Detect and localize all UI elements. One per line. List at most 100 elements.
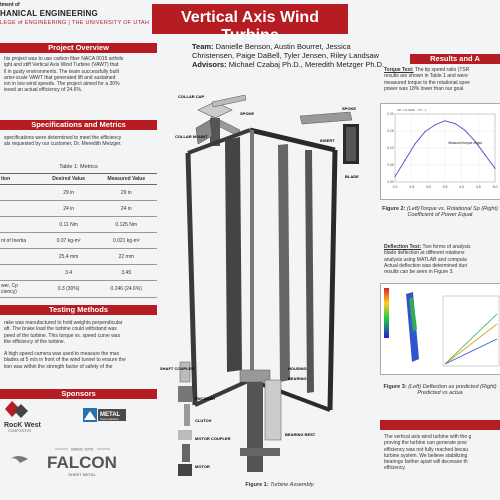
chart-x-tick-label: 3.0 (426, 185, 431, 189)
label-shaft-coupler: SHAFT COUPLER (160, 366, 194, 371)
metal-name: METAL (100, 412, 121, 418)
chart-point (484, 154, 486, 156)
chart-point (424, 131, 426, 133)
section-conclusion-heading (380, 420, 500, 430)
overview-line: ieved an actual efficiency of 24.6%. (4, 87, 83, 94)
conclusion-line: bearings farther apart will decrease th (384, 459, 468, 466)
chart-y-tick-label: 0.10 (387, 146, 393, 150)
insert-detail (299, 111, 359, 164)
deflection-figures (380, 283, 500, 375)
label-spoke-2: SPOKE (342, 106, 356, 111)
testing-line: blades at 5 m/s in front of the wind tun… (4, 357, 126, 364)
rockwest-logo: RocK West COMPOSITES (4, 401, 41, 433)
label-bearing: BEARING (288, 376, 306, 381)
table-header-cell: Measured Value (95, 173, 157, 185)
chart-x-tick-label: 5.0 (493, 185, 498, 189)
testing-paragraph: rake was manufactured to hold weights pe… (4, 320, 157, 370)
falcon-since: SINCE 1979 (71, 447, 94, 452)
label-motor-coupler: MOTOR COUPLER (195, 436, 231, 441)
turbine-assembly-figure: COLLAR CAP COLLAR MOUNT SPOKE SPOKE INSE… (160, 94, 359, 476)
turbine-frame (185, 127, 338, 425)
torque-line: results are shown in Table 1 and were (384, 73, 468, 80)
team-block: Team: Danielle Benson, Austin Bourret, J… (192, 42, 392, 69)
table-header-cell: Desired Value (41, 173, 96, 185)
overview-line: ll in gusty environments. The team succe… (4, 68, 119, 75)
figure-1-label: Figure 1: (245, 482, 269, 488)
deflection-line: results can be seen in Figure 3. (384, 269, 454, 276)
torque-paragraph: Torque Test: The tip speed ratio (TSR re… (384, 67, 500, 92)
table-cell: 25.4 mm (41, 248, 96, 265)
table-cell: 0.3 (30%) (41, 280, 96, 298)
overview-line: arter-scale VAWT that generated lift and… (4, 74, 116, 81)
label-blade: BLADE (345, 174, 359, 179)
specs-paragraph: specifications were determined to meet t… (4, 135, 157, 148)
specs-line: als requested by our customer, Dr. Mered… (4, 141, 122, 148)
metal-sub: Supermarkets (100, 417, 119, 421)
chart-point (454, 122, 456, 125)
chart-point (474, 140, 476, 142)
conclusion-line: efficiency was not fully reached becau (384, 446, 469, 453)
overview-line: his project was to use carbon fiber NACA… (4, 56, 124, 62)
table-cell: 24 in (95, 200, 157, 217)
table-cell: 22 mm (95, 248, 157, 265)
rockwest-sub: COMPOSITES (8, 429, 32, 433)
chart-x-tick-label: 2.0 (393, 185, 398, 189)
table-cell (0, 200, 42, 217)
table-cell: 0.021 kg-m² (95, 232, 157, 249)
chart-point (444, 120, 446, 122)
table-cell: 3.45 (95, 264, 157, 281)
testing-line: rake was manufactured to hold weights pe… (4, 320, 123, 326)
label-encoder: ENCODER (195, 396, 215, 401)
chart-point (404, 159, 406, 161)
falcon-logo: SINCE 1979 FALCON SHEET METAL (0, 441, 157, 500)
deflection-line: analysis using MATLAB and computa (384, 256, 467, 263)
chart-point (434, 124, 436, 126)
figure-3-label: Figure 3: (383, 384, 407, 390)
section-results-heading: Results and A (410, 54, 500, 64)
section-testing-heading: Testing Methods (0, 305, 157, 315)
deflection-line: blade deflection at different rotations (384, 250, 465, 257)
table-header-row: tion Desired Value Measured Value (0, 173, 157, 185)
conclusion-line: proving the turbine can generate pow (384, 440, 467, 447)
overview-line: ight and stiff Vertical Axis Wind Turbin… (4, 62, 119, 69)
figure-3-caption: Figure 3: (Left) Deflection as predicted… (380, 384, 500, 396)
metal-supermarkets-logo: METAL Supermarkets (83, 408, 126, 422)
table-cell: 0.246 (24.6%) (95, 280, 157, 298)
figure-3-text: (Left) Deflection as predicted (Right) P… (408, 384, 497, 396)
rockwest-name: RocK West (4, 422, 41, 429)
conclusion-line: efficiency. (384, 465, 406, 472)
section-specs-heading: Specifications and Metrics (0, 120, 157, 130)
chart-point (494, 167, 496, 169)
figure-2-caption: Figure 2: (Left)Torque vs. Rotational Sp… (380, 206, 500, 218)
torque-line: The tip speed ratio (TSR (414, 67, 470, 73)
chart-annotation: Measured torque output (448, 141, 482, 145)
chart-point (414, 143, 416, 145)
table-cell (0, 184, 42, 201)
figure-1-text: Turbine Assembly. (270, 482, 315, 488)
department-name: HANICAL ENGINEERING (0, 9, 98, 18)
table-cell: 29 in (95, 184, 157, 201)
section-sponsors-heading: Sponsors (0, 389, 157, 399)
team-label: Team: (192, 42, 214, 51)
chart-x-tick-label: 4.5 (476, 185, 481, 189)
table-cell: nt of Inertia (0, 232, 42, 249)
deflection-label: Deflection Test: (384, 244, 422, 250)
advisors-label: Advisors: (192, 60, 227, 69)
figure-2-label: Figure 2: (382, 206, 406, 212)
testing-line: peed of the turbine. This torque vs. spe… (4, 332, 121, 339)
chart-x-tick-label: 3.5 (443, 185, 448, 189)
testing-line: A high speed camera was used to measure … (4, 351, 120, 358)
torque-label: Torque Test: (384, 67, 414, 73)
table-cell: 29 in (41, 184, 96, 201)
label-bearing-rest: BEARING REST (285, 432, 316, 437)
figure-2-text: (Left)Torque vs. Rotational Sp (Right) C… (406, 206, 498, 218)
team-names: Danielle Benson, Austin Bourret, Jessica… (192, 42, 380, 60)
deflection-line: Actual deflection was determined duri (384, 262, 468, 269)
chart-point (394, 175, 396, 178)
